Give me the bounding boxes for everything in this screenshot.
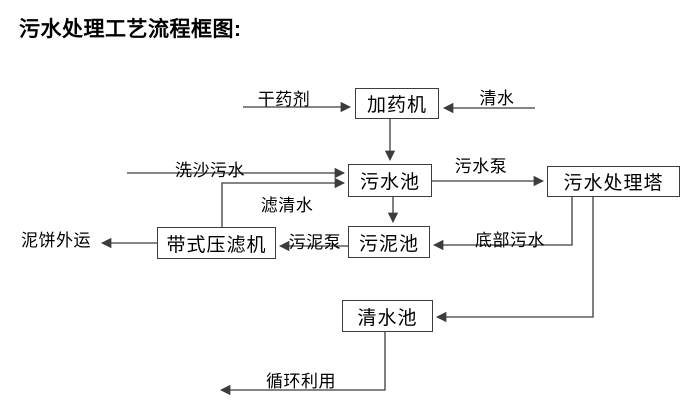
- node-clean-water-pool: 清水池: [342, 300, 433, 332]
- label-bottom-sewage: 底部污水: [475, 231, 545, 250]
- label-mud-cake-transport: 泥饼外运: [21, 231, 91, 250]
- arrow-bottom-sewage-to-sludge-pool: [432, 197, 573, 251]
- label-dry-agent: 干药剂: [257, 90, 311, 109]
- label-sand-washing-sewage: 洗沙污水: [175, 161, 245, 180]
- arrow-clean-water-pool-to-recycle: [219, 332, 386, 396]
- label-sludge-pump: 污泥泵: [288, 233, 342, 252]
- node-belt-filter-press: 带式压滤机: [157, 227, 276, 259]
- node-sludge-pool: 污泥池: [348, 226, 430, 258]
- node-sewage-treatment-tower: 污水处理塔: [547, 166, 680, 197]
- label-recycling: 循环利用: [266, 372, 336, 391]
- arrow-tower-to-clean-water-pool: [435, 197, 594, 323]
- page-title: 污水处理工艺流程框图:: [19, 18, 242, 41]
- label-sewage-pump: 污水泵: [454, 157, 508, 176]
- arrow-filtered-water-to-sewage-pool: [221, 177, 346, 227]
- label-clean-water: 清水: [479, 89, 515, 108]
- node-sewage-pool: 污水池: [348, 164, 432, 197]
- label-filtered-water: 滤清水: [260, 196, 314, 215]
- node-dosing-machine: 加药机: [355, 88, 439, 119]
